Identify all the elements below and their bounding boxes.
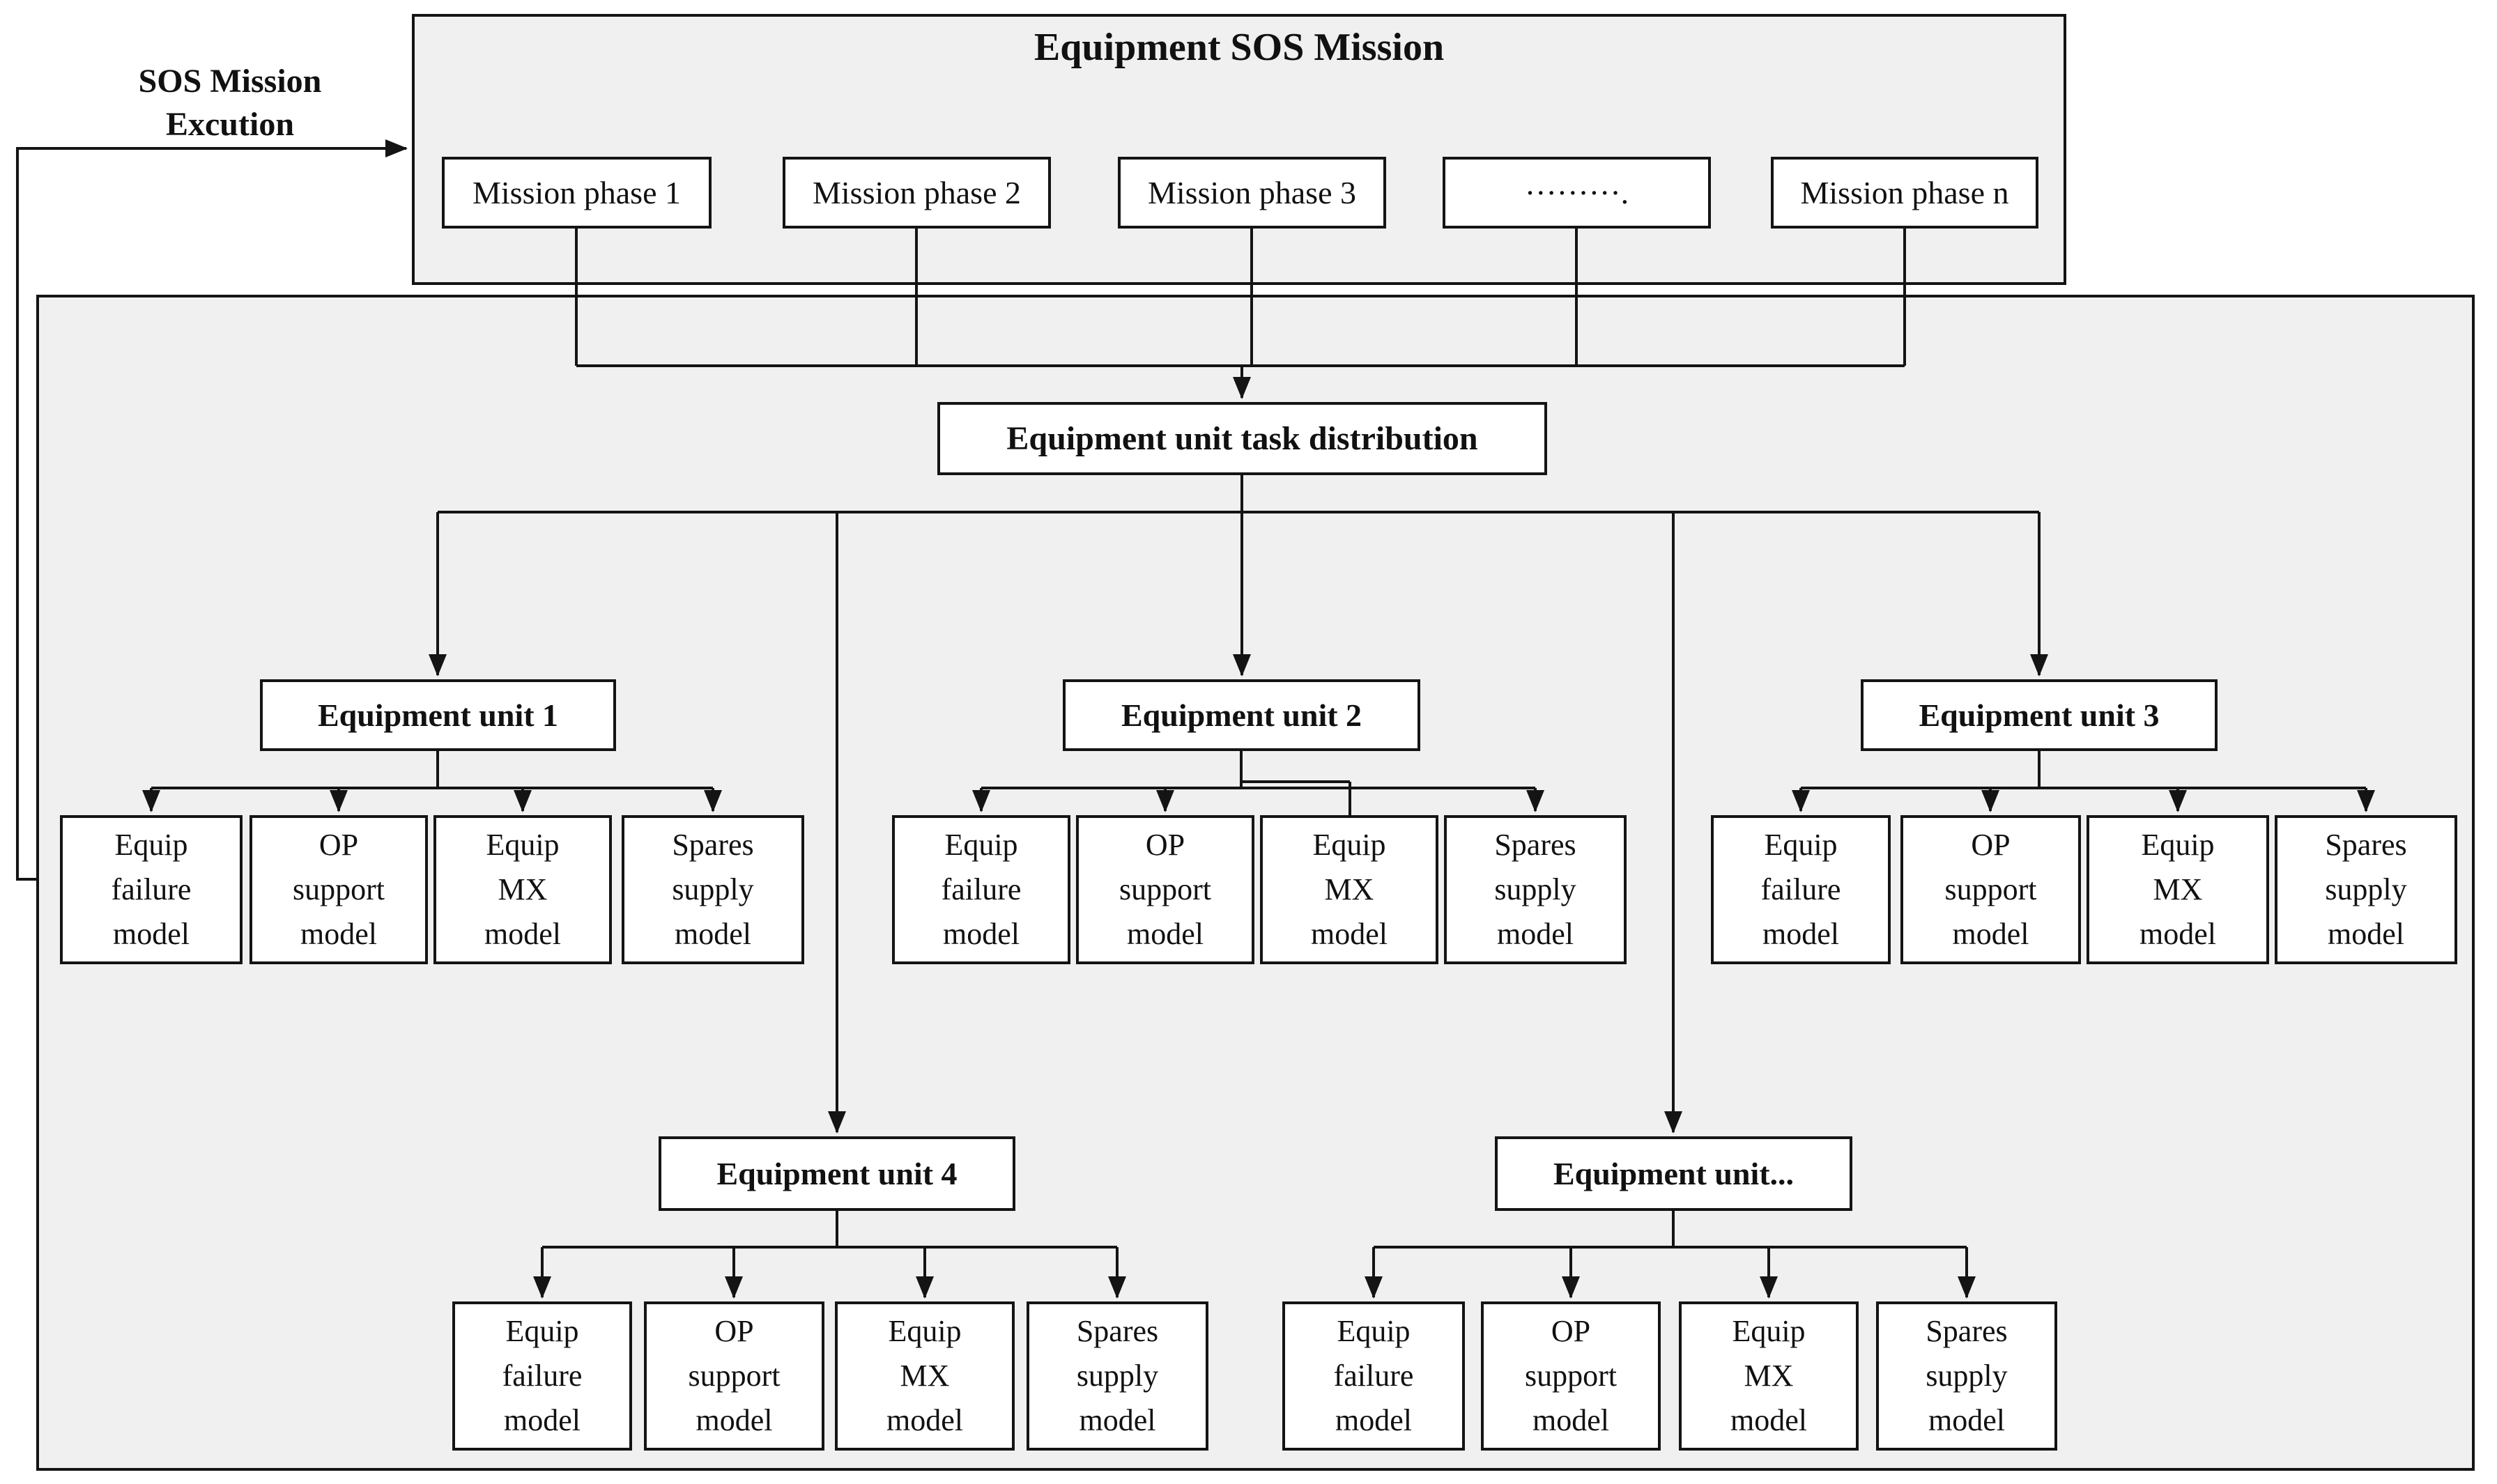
unit2-equip-failure-model-box: Equip failure model — [892, 815, 1070, 964]
unitN-spares-supply-model-box: Spares supply model — [1876, 1301, 2057, 1451]
unitN-op-support-model-box: OP support model — [1481, 1301, 1661, 1451]
mission-phase-1-box: Mission phase 1 — [442, 157, 712, 229]
mission-phase-ellipsis-box: ·········. — [1443, 157, 1711, 229]
unit2-spares-supply-model-box: Spares supply model — [1444, 815, 1627, 964]
mission-panel — [412, 14, 2066, 285]
unitN-equip-mx-model-box: Equip MX model — [1679, 1301, 1859, 1451]
equipment-unit-n-box: Equipment unit... — [1495, 1136, 1852, 1211]
unit1-op-support-model-box: OP support model — [249, 815, 428, 964]
unit3-equip-mx-model-box: Equip MX model — [2087, 815, 2269, 964]
unit3-equip-failure-model-box: Equip failure model — [1711, 815, 1891, 964]
unit2-equip-mx-model-box: Equip MX model — [1260, 815, 1438, 964]
mission-phase-2-box: Mission phase 2 — [783, 157, 1051, 229]
unit3-op-support-model-box: OP support model — [1900, 815, 2081, 964]
unit2-op-support-model-box: OP support model — [1076, 815, 1254, 964]
feedback-arrow — [16, 139, 408, 881]
mission-phase-n-box: Mission phase n — [1771, 157, 2038, 229]
unit4-op-support-model-box: OP support model — [644, 1301, 824, 1451]
unit1-equip-failure-model-box: Equip failure model — [60, 815, 243, 964]
unit1-equip-mx-model-box: Equip MX model — [433, 815, 612, 964]
unit4-equip-failure-model-box: Equip failure model — [452, 1301, 632, 1451]
equipment-unit-3-box: Equipment unit 3 — [1861, 679, 2218, 751]
equipment-unit-1-box: Equipment unit 1 — [260, 679, 616, 751]
mission-phase-3-box: Mission phase 3 — [1118, 157, 1386, 229]
unitN-equip-failure-model-box: Equip failure model — [1282, 1301, 1465, 1451]
child-line — [1241, 780, 1351, 815]
feedback-label: SOS Mission Excution — [138, 63, 322, 143]
unit3-spares-supply-model-box: Spares supply model — [2275, 815, 2457, 964]
equipment-unit-2-box: Equipment unit 2 — [1063, 679, 1420, 751]
mission-panel-title: Equipment SOS Mission — [1034, 26, 1445, 69]
unit4-spares-supply-model-box: Spares supply model — [1027, 1301, 1208, 1451]
unit4-equip-mx-model-box: Equip MX model — [835, 1301, 1015, 1451]
task-distribution-box: Equipment unit task distribution — [937, 402, 1547, 475]
equipment-unit-4-box: Equipment unit 4 — [659, 1136, 1015, 1211]
unit1-spares-supply-model-box: Spares supply model — [622, 815, 804, 964]
